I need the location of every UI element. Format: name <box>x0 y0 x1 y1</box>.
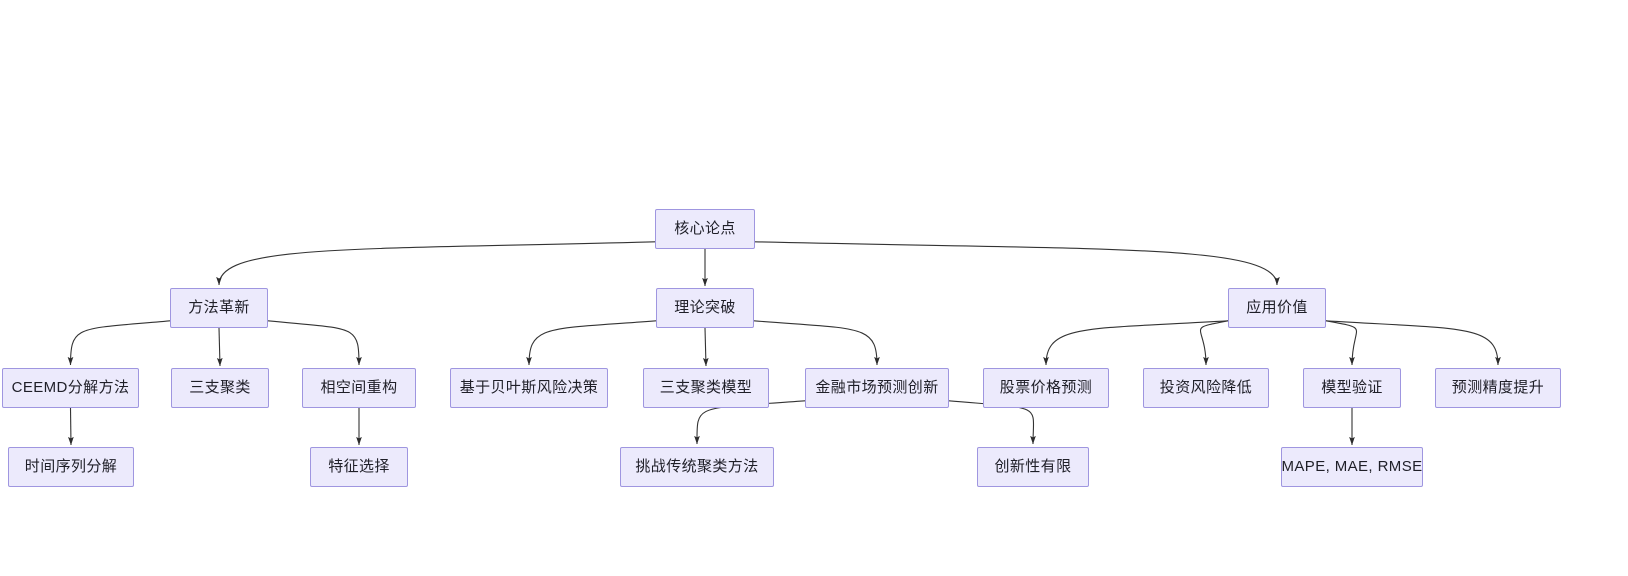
diagram-node[interactable]: 三支聚类 <box>171 368 269 408</box>
diagram-node[interactable]: CEEMD分解方法 <box>2 368 139 408</box>
diagram-node[interactable]: 理论突破 <box>656 288 754 328</box>
diagram-node[interactable]: 预测精度提升 <box>1435 368 1561 408</box>
node-label: 金融市场预测创新 <box>815 378 939 396</box>
node-label: 三支聚类 <box>189 378 251 396</box>
edge-n1a-n1a1 <box>68 407 74 446</box>
diagram-node[interactable]: 三支聚类模型 <box>643 368 769 408</box>
edge-n3-n3b <box>1200 320 1229 366</box>
edge-n3-n3c <box>1325 320 1358 366</box>
node-label: MAPE, MAE, RMSE <box>1281 457 1423 475</box>
node-label: CEEMD分解方法 <box>11 378 130 396</box>
edge-n2-n2c <box>753 320 880 366</box>
node-label: 创新性有限 <box>994 457 1072 475</box>
node-label: 时间序列分解 <box>24 457 118 475</box>
node-label: 预测精度提升 <box>1451 378 1545 396</box>
edge-n1-n1b <box>216 327 223 367</box>
diagram-node[interactable]: 金融市场预测创新 <box>805 368 949 408</box>
node-label: 股票价格预测 <box>999 378 1093 396</box>
diagram-node[interactable]: 投资风险降低 <box>1143 368 1269 408</box>
diagram-node[interactable]: 股票价格预测 <box>983 368 1109 408</box>
node-label: 方法革新 <box>188 298 250 316</box>
node-label: 核心论点 <box>674 219 736 237</box>
edge-n3-n3d <box>1325 320 1501 366</box>
diagram-node[interactable]: 基于贝叶斯风险决策 <box>450 368 608 408</box>
edge-paths <box>67 241 1501 446</box>
diagram-node[interactable]: 相空间重构 <box>302 368 416 408</box>
edge-root-n1 <box>216 241 656 286</box>
node-label: 挑战传统聚类方法 <box>635 457 759 475</box>
diagram-node[interactable]: 特征选择 <box>310 447 408 487</box>
node-label: 模型验证 <box>1321 378 1383 396</box>
node-label: 特征选择 <box>328 457 390 475</box>
diagram-node[interactable]: 应用价值 <box>1228 288 1326 328</box>
node-label: 理论突破 <box>674 298 736 316</box>
diagram-node[interactable]: 挑战传统聚类方法 <box>620 447 774 487</box>
edge-n1-n1c <box>267 320 362 366</box>
edge-root-n3 <box>754 241 1280 286</box>
edge-n2-n2b <box>702 327 709 367</box>
edge-n2-n2a <box>526 320 657 366</box>
node-label: 三支聚类模型 <box>659 378 753 396</box>
edge-n3-n3a <box>1043 320 1229 366</box>
diagram-node[interactable]: 核心论点 <box>655 209 755 249</box>
diagram-node[interactable]: 模型验证 <box>1303 368 1401 408</box>
node-label: 应用价值 <box>1246 298 1308 316</box>
diagram-node[interactable]: MAPE, MAE, RMSE <box>1281 447 1423 487</box>
edge-n1-n1a <box>67 320 171 366</box>
node-label: 基于贝叶斯风险决策 <box>459 378 599 396</box>
diagram-node[interactable]: 创新性有限 <box>977 447 1089 487</box>
diagram-node[interactable]: 方法革新 <box>170 288 268 328</box>
node-label: 投资风险降低 <box>1159 378 1253 396</box>
node-label: 相空间重构 <box>320 378 398 396</box>
diagram-node[interactable]: 时间序列分解 <box>8 447 134 487</box>
